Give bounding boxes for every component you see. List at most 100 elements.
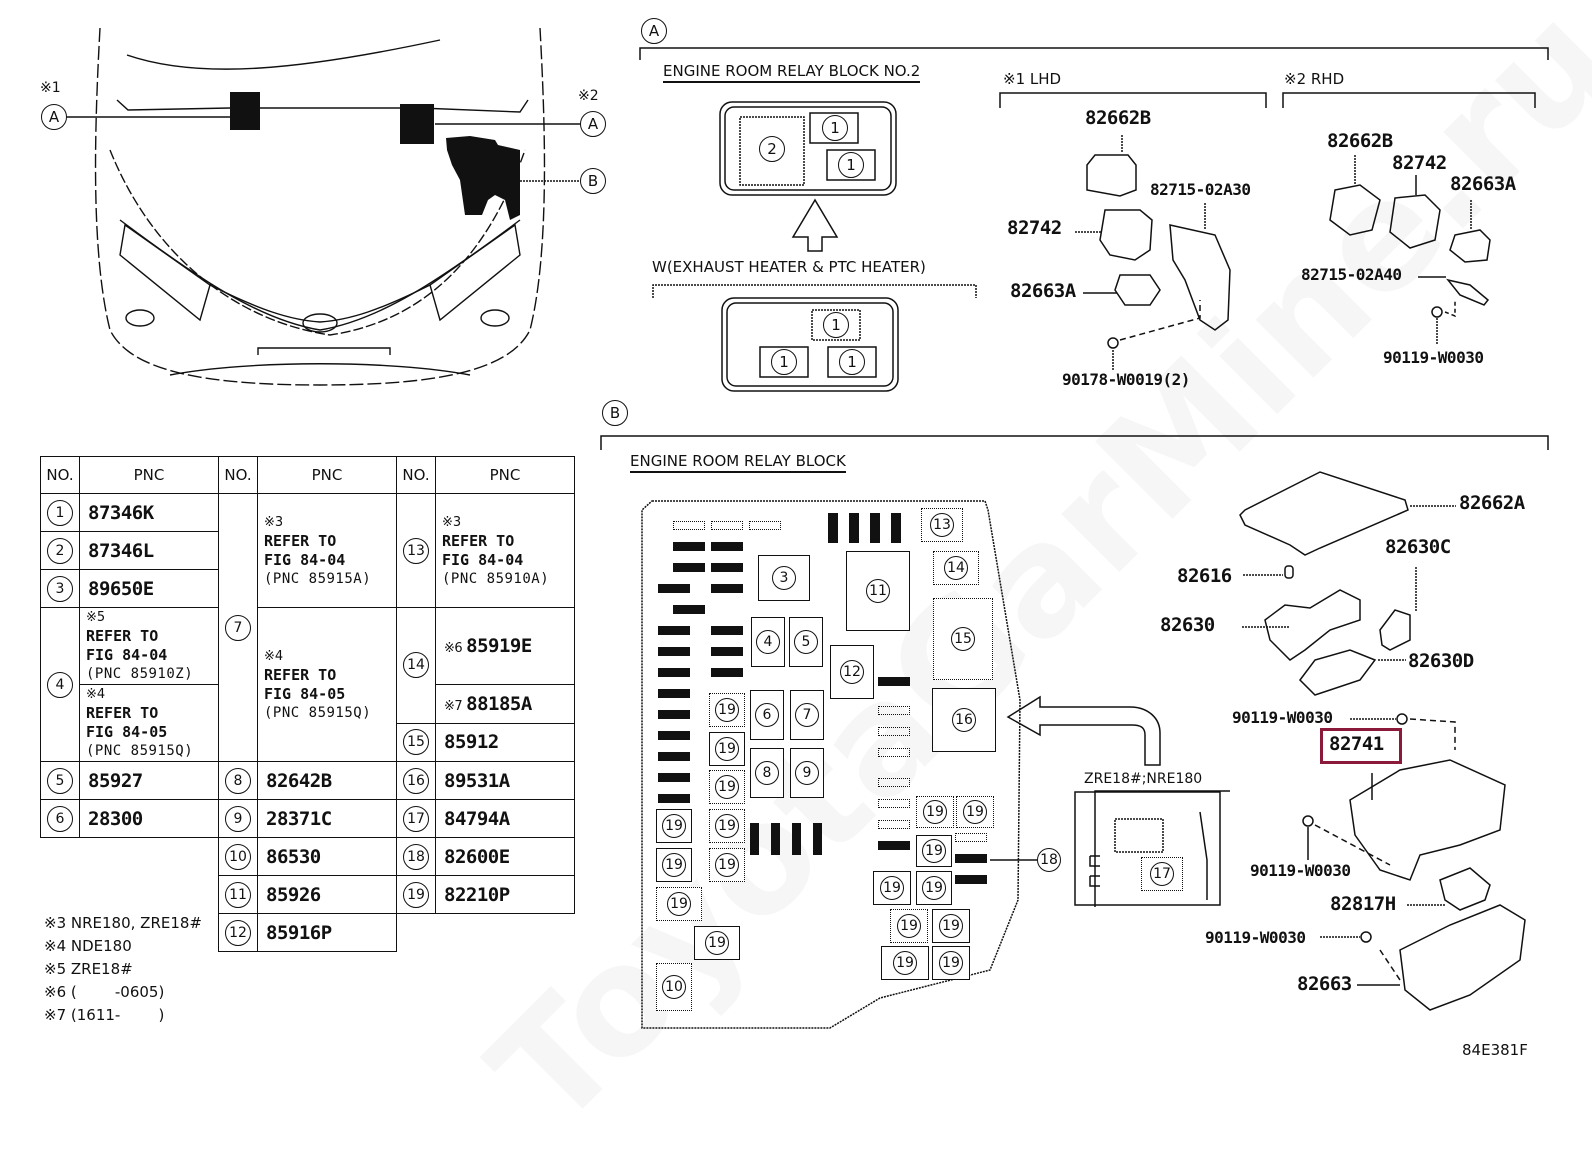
part-90119-W0030[interactable]: 90119-W0030 [1205,928,1306,947]
ref-cell[interactable]: ※3 REFER TO FIG 84-04 (PNC 85915A) [257,493,397,608]
part-82630[interactable]: 82630 [1160,614,1215,636]
part-82742-lhd[interactable]: 82742 [1007,217,1062,239]
pnc-cell[interactable]: 87346L [79,531,219,570]
part-82662A[interactable]: 82662A [1459,492,1525,514]
car-relay-block-a2 [400,104,434,144]
slot-1[interactable]: 1 [839,349,865,375]
slot-1[interactable]: 1 [823,312,849,338]
pnc-cell[interactable]: 85916P [257,913,397,952]
slot-19[interactable]: 19 [709,809,745,843]
slot-1[interactable]: 1 [838,152,864,178]
part-90178-W0019[interactable]: 90178-W0019(2) [1062,370,1190,389]
slot-19[interactable]: 19 [709,770,745,804]
callout-note-2: ※2 [578,88,599,104]
diagram-lineart [66,27,1549,1029]
slot-19[interactable]: 19 [656,848,692,882]
slot-19[interactable]: 19 [694,926,740,960]
ref-cell[interactable]: ※4 REFER TO FIG 84-05 (PNC 85915Q) [79,684,219,762]
slot-19[interactable]: 19 [956,796,994,828]
slot-4[interactable]: 4 [751,617,785,667]
part-82662B-rhd[interactable]: 82662B [1327,130,1393,152]
part-82662B-lhd[interactable]: 82662B [1085,107,1151,129]
slot-18-callout[interactable]: 18 [1037,848,1061,872]
pnc-cell[interactable]: 85927 [79,761,219,800]
part-90119-W0030[interactable]: 90119-W0030 [1232,708,1333,727]
pnc-cell[interactable]: 89650E [79,569,219,608]
part-82630D[interactable]: 82630D [1408,650,1474,672]
part-82616[interactable]: 82616 [1177,565,1232,587]
slot-2[interactable]: 2 [759,136,785,162]
slot-19[interactable]: 19 [916,871,952,905]
slot-19[interactable]: 19 [890,909,928,943]
ref-cell[interactable]: ※3 REFER TO FIG 84-04 (PNC 85910A) [435,493,575,608]
part-82630C[interactable]: 82630C [1385,536,1451,558]
part-82817H[interactable]: 82817H [1330,893,1396,915]
slot-6[interactable]: 6 [750,690,784,740]
slot-7[interactable]: 7 [790,690,824,740]
slot-12[interactable]: 12 [830,645,874,699]
section-b-marker: B [602,400,628,426]
slot-17[interactable]: 17 [1141,857,1183,891]
part-82663[interactable]: 82663 [1297,973,1352,995]
car-headlight-right [429,223,521,322]
callout-a-lhd[interactable]: A [41,104,67,130]
slot-19[interactable]: 19 [709,693,745,727]
part-82663A-rhd[interactable]: 82663A [1450,173,1516,195]
part-90119-W0030[interactable]: 90119-W0030 [1250,861,1351,880]
part-82742-rhd[interactable]: 82742 [1392,152,1447,174]
pnc-cell[interactable]: 85912 [435,722,575,762]
pnc-cell[interactable]: 28300 [79,799,219,838]
slot-1[interactable]: 1 [771,349,797,375]
part-90119-W0030-rhd[interactable]: 90119-W0030 [1383,348,1484,367]
variant-label: ZRE18#;NRE180 [1084,771,1203,787]
slot-11[interactable]: 11 [846,551,910,631]
slot-19[interactable]: 19 [656,809,692,843]
table-row: 4 ※5 REFER TO FIG 84-04 (PNC 85910Z) ※4 … [40,607,575,762]
slot-15[interactable]: 15 [933,598,993,680]
part-82715-02A30[interactable]: 82715-02A30 [1150,180,1251,199]
pnc-cell[interactable]: 89531A [435,761,575,800]
part-82715-02A40[interactable]: 82715-02A40 [1301,265,1402,284]
car-body-outline [94,27,546,386]
ref-cell[interactable]: ※5 REFER TO FIG 84-04 (PNC 85910Z) [79,607,219,685]
slot-5[interactable]: 5 [789,617,823,667]
pnc-cell[interactable]: 87346K [79,493,219,532]
pnc-cell[interactable]: 82600E [435,837,575,876]
slot-19[interactable]: 19 [709,848,745,882]
rhd-label: ※2 RHD [1284,70,1345,88]
slot-19[interactable]: 19 [916,796,954,828]
part-82741-highlighted[interactable]: 82741 [1329,733,1384,755]
slot-10[interactable]: 10 [656,963,692,1011]
callout-a-rhd[interactable]: A [580,111,606,137]
footnote: ※7 (1611- ) [44,1006,165,1024]
car-relay-block-b [446,136,520,220]
pnc-cell[interactable]: 28371C [257,799,397,838]
slot-19[interactable]: 19 [656,887,702,921]
slot-14[interactable]: 14 [933,551,979,585]
pnc-cell[interactable]: 82642B [257,761,397,800]
slot-19[interactable]: 19 [873,871,911,905]
slot-19[interactable]: 19 [916,835,952,867]
slot-1[interactable]: 1 [822,115,848,141]
pnc-cell[interactable]: 82210P [435,875,575,914]
pnc-cell[interactable]: 85926 [257,875,397,914]
slot-3[interactable]: 3 [758,555,810,601]
slot-19[interactable]: 19 [709,732,745,766]
relay-block-no2-title: ENGINE ROOM RELAY BLOCK NO.2 [663,62,921,83]
slot-16[interactable]: 16 [932,688,996,752]
slot-9[interactable]: 9 [790,748,824,798]
slot-8[interactable]: 8 [750,748,784,798]
ref-cell[interactable]: ※4 REFER TO FIG 84-05 (PNC 85915Q) [257,607,397,762]
pnc-cell[interactable]: 84794A [435,799,575,838]
slot-19[interactable]: 19 [881,946,929,980]
slot-19[interactable]: 19 [932,946,970,980]
callout-b[interactable]: B [580,168,606,194]
slot-13[interactable]: 13 [921,508,963,542]
variant-title: W(EXHAUST HEATER & PTC HEATER) [652,258,926,276]
pnc-cell[interactable]: 86530 [257,837,397,876]
part-82663A-lhd[interactable]: 82663A [1010,280,1076,302]
slot-19[interactable]: 19 [932,909,970,943]
col-header-no: NO. [218,456,258,494]
